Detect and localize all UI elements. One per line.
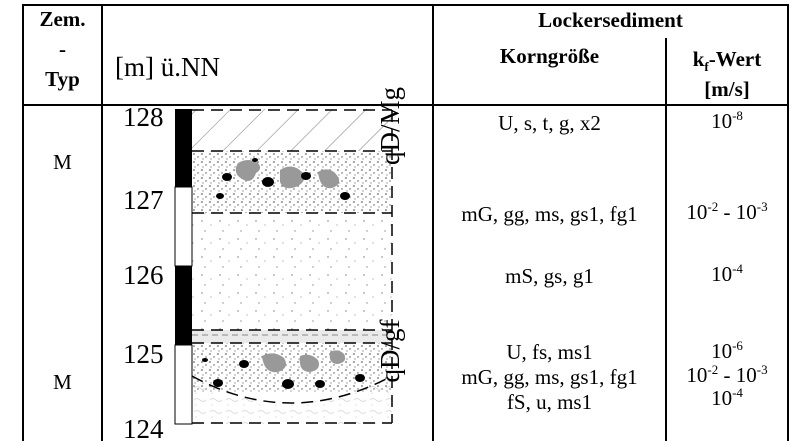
depth-bar-segment [174,186,193,267]
depth-bar-segment [174,344,193,425]
table-border-right [787,4,789,441]
zem-type-lower: M [53,370,72,394]
zem-type-upper: M [53,150,72,174]
zem-header-line3: Typ [45,67,80,91]
korn-row-2: mG, gg, ms, gs1, fg1 [461,202,638,226]
depth-tick-125: 125 [123,339,164,369]
korn-row-5: mG, gg, ms, gs1, fg1 [461,365,638,389]
depth-tick-128: 128 [123,102,164,132]
zem-header: Zem. - Typ [24,4,101,94]
depth-tick-124: 124 [123,414,164,444]
kf-row-3: 10-4 [711,261,743,286]
col-divider-1 [101,4,103,441]
table-header-bottom [22,104,788,106]
kf-row-4: 10-6 [711,338,743,363]
pebbles-upper [216,158,350,200]
korn-row-3: mS, gs, g1 [505,264,594,288]
stratigraphic-label-lower: qD/gf [375,319,405,383]
korn-row-6: fS, u, ms1 [506,390,593,414]
kf-row-5: 10-2 - 10-3 [686,362,768,387]
layer-fine-sand-lens [192,376,392,424]
kf-header: kf-Wert [m/s] [667,44,787,104]
zem-header-line1: Zem. [39,7,86,31]
layer-sand [192,213,392,330]
depth-label: [m] ü.NN [115,52,220,82]
lockersediment-header: Lockersediment [538,8,683,32]
korn-row-4: U, fs, ms1 [506,340,593,364]
table-border-left [22,4,24,441]
depth-bar-segment [175,266,192,345]
kf-row-2: 10-2 - 10-3 [686,199,768,224]
kf-header-main: k [692,47,705,71]
kf-header-sub: f [704,59,709,75]
kf-header-suffix: -Wert [708,47,762,71]
zem-header-line2: - [59,37,66,61]
depth-tick-127: 127 [123,185,164,215]
korngroesse-header: Korngröße [499,44,600,68]
depth-bar-segment [175,109,192,187]
layer-silt-band [192,330,392,343]
pebbles-lower [202,350,365,389]
kf-header-unit: [m/s] [704,77,750,101]
depth-tick-126: 126 [123,260,164,290]
layer-gravel-lower [192,343,392,393]
kf-row-6: 10-4 [711,385,743,410]
kf-row-1: 10-8 [711,108,743,133]
stratigraphic-label-upper: qD/Mg [375,87,405,166]
korn-row-1: U, s, t, g, x2 [498,111,601,135]
table-border-top [22,4,788,6]
col-divider-2 [432,4,434,441]
layer-gravel-upper [192,151,392,213]
layer-hatched [192,109,392,151]
col-divider-3 [665,38,667,441]
